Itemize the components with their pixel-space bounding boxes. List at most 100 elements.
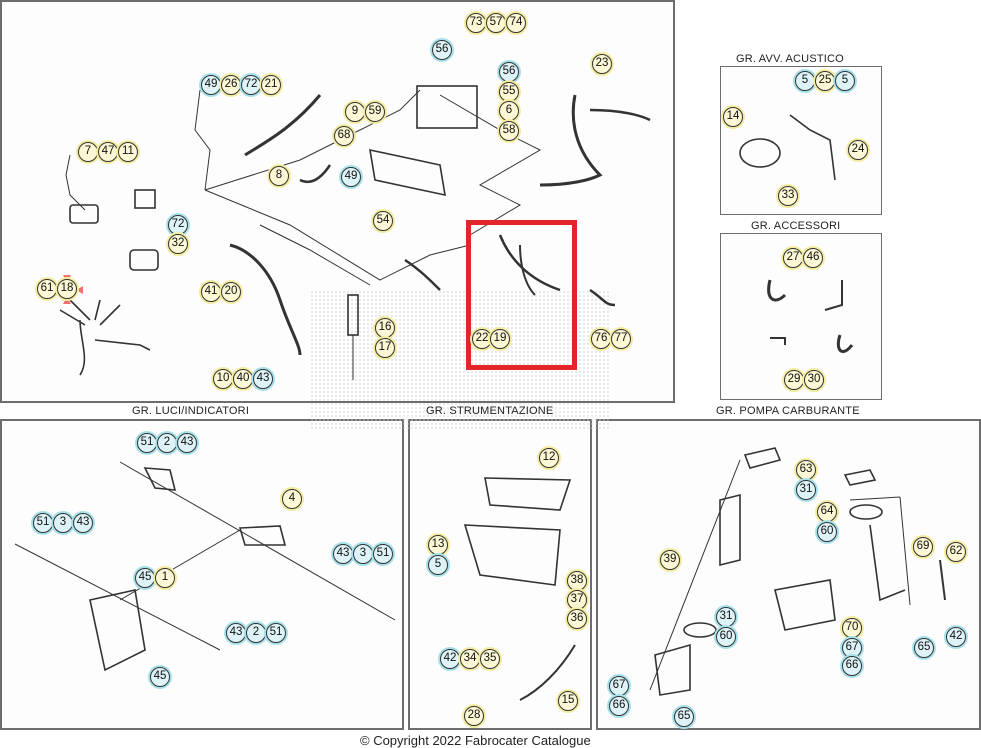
- part-callout-45[interactable]: 45: [150, 667, 170, 687]
- part-callout-74[interactable]: 74: [506, 13, 526, 33]
- group-title-strumentazione: GR. STRUMENTAZIONE: [426, 405, 554, 417]
- part-callout-26[interactable]: 26: [221, 75, 241, 95]
- part-callout-7[interactable]: 7: [78, 142, 98, 162]
- part-callout-55[interactable]: 55: [499, 82, 519, 102]
- group-title-pompa-carburante: GR. POMPA CARBURANTE: [716, 405, 860, 417]
- group-title-accessori: GR. ACCESSORI: [751, 220, 841, 232]
- part-callout-65[interactable]: 65: [674, 707, 694, 727]
- part-callout-49[interactable]: 49: [201, 75, 221, 95]
- part-callout-60[interactable]: 60: [716, 627, 736, 647]
- part-callout-67[interactable]: 67: [609, 676, 629, 696]
- selected-part-highlight[interactable]: [466, 220, 577, 370]
- part-callout-34[interactable]: 34: [460, 649, 480, 669]
- part-callout-33[interactable]: 33: [778, 186, 798, 206]
- part-callout-3[interactable]: 3: [53, 513, 73, 533]
- part-callout-72[interactable]: 72: [241, 75, 261, 95]
- part-callout-56[interactable]: 56: [432, 40, 452, 60]
- group-title-avv-acustico: GR. AVV. ACUSTICO: [736, 53, 844, 65]
- part-callout-5[interactable]: 5: [428, 555, 448, 575]
- part-callout-57[interactable]: 57: [486, 13, 506, 33]
- part-callout-3[interactable]: 3: [353, 544, 373, 564]
- part-callout-39[interactable]: 39: [660, 550, 680, 570]
- part-callout-69[interactable]: 69: [913, 537, 933, 557]
- part-callout-76[interactable]: 76: [591, 329, 611, 349]
- part-callout-66[interactable]: 66: [842, 656, 862, 676]
- part-callout-41[interactable]: 41: [201, 282, 221, 302]
- part-callout-30[interactable]: 30: [804, 370, 824, 390]
- part-callout-61[interactable]: 61: [37, 279, 57, 299]
- part-callout-51[interactable]: 51: [373, 544, 393, 564]
- part-callout-72[interactable]: 72: [168, 215, 188, 235]
- part-callout-43[interactable]: 43: [226, 623, 246, 643]
- part-callout-35[interactable]: 35: [480, 649, 500, 669]
- part-callout-51[interactable]: 51: [266, 623, 286, 643]
- part-callout-4[interactable]: 4: [282, 489, 302, 509]
- part-callout-49[interactable]: 49: [341, 167, 361, 187]
- part-callout-20[interactable]: 20: [221, 282, 241, 302]
- part-callout-43[interactable]: 43: [333, 544, 353, 564]
- part-callout-17[interactable]: 17: [375, 338, 395, 358]
- part-callout-64[interactable]: 64: [817, 502, 837, 522]
- part-callout-54[interactable]: 54: [373, 211, 393, 231]
- part-callout-66[interactable]: 66: [609, 696, 629, 716]
- part-callout-21[interactable]: 21: [261, 75, 281, 95]
- part-callout-2[interactable]: 2: [246, 623, 266, 643]
- part-callout-43[interactable]: 43: [73, 513, 93, 533]
- part-callout-14[interactable]: 14: [723, 107, 743, 127]
- part-callout-60[interactable]: 60: [817, 522, 837, 542]
- luci-indicatori-panel: [0, 419, 404, 730]
- part-callout-51[interactable]: 51: [33, 513, 53, 533]
- part-callout-63[interactable]: 63: [796, 460, 816, 480]
- part-callout-5[interactable]: 5: [835, 71, 855, 91]
- part-callout-58[interactable]: 58: [499, 121, 519, 141]
- part-callout-37[interactable]: 37: [567, 590, 587, 610]
- part-callout-2[interactable]: 2: [157, 433, 177, 453]
- part-callout-62[interactable]: 62: [946, 542, 966, 562]
- part-callout-43[interactable]: 43: [253, 369, 273, 389]
- part-callout-5[interactable]: 5: [795, 71, 815, 91]
- part-callout-18[interactable]: 18: [57, 279, 77, 299]
- part-callout-65[interactable]: 65: [914, 638, 934, 658]
- part-callout-32[interactable]: 32: [168, 234, 188, 254]
- part-callout-59[interactable]: 59: [365, 102, 385, 122]
- part-callout-23[interactable]: 23: [592, 54, 612, 74]
- part-callout-47[interactable]: 47: [98, 142, 118, 162]
- part-callout-16[interactable]: 16: [375, 318, 395, 338]
- part-callout-77[interactable]: 77: [611, 329, 631, 349]
- part-callout-1[interactable]: 1: [155, 568, 175, 588]
- part-callout-8[interactable]: 8: [269, 166, 289, 186]
- part-callout-43[interactable]: 43: [177, 433, 197, 453]
- group-title-luci-indicatori: GR. LUCI/INDICATORI: [132, 405, 250, 417]
- part-callout-11[interactable]: 11: [118, 142, 138, 162]
- part-callout-51[interactable]: 51: [137, 433, 157, 453]
- part-callout-9[interactable]: 9: [345, 102, 365, 122]
- part-callout-46[interactable]: 46: [803, 248, 823, 268]
- part-callout-42[interactable]: 42: [946, 627, 966, 647]
- part-callout-15[interactable]: 15: [558, 691, 578, 711]
- part-callout-73[interactable]: 73: [466, 13, 486, 33]
- part-callout-68[interactable]: 68: [334, 126, 354, 146]
- part-callout-24[interactable]: 24: [848, 140, 868, 160]
- part-callout-22[interactable]: 22: [472, 329, 492, 349]
- pompa-carburante-panel: [596, 419, 981, 730]
- part-callout-19[interactable]: 19: [490, 329, 510, 349]
- part-callout-67[interactable]: 67: [842, 638, 862, 658]
- part-callout-31[interactable]: 31: [796, 480, 816, 500]
- part-callout-70[interactable]: 70: [842, 618, 862, 638]
- part-callout-45[interactable]: 45: [135, 568, 155, 588]
- part-callout-29[interactable]: 29: [784, 370, 804, 390]
- part-callout-31[interactable]: 31: [716, 607, 736, 627]
- part-callout-56[interactable]: 56: [499, 62, 519, 82]
- part-callout-27[interactable]: 27: [783, 248, 803, 268]
- part-callout-25[interactable]: 25: [815, 71, 835, 91]
- part-callout-10[interactable]: 10: [213, 369, 233, 389]
- part-callout-28[interactable]: 28: [464, 706, 484, 726]
- part-callout-40[interactable]: 40: [233, 369, 253, 389]
- part-callout-6[interactable]: 6: [499, 101, 519, 121]
- part-callout-12[interactable]: 12: [539, 448, 559, 468]
- part-callout-42[interactable]: 42: [440, 649, 460, 669]
- part-callout-13[interactable]: 13: [428, 535, 448, 555]
- part-callout-36[interactable]: 36: [567, 609, 587, 629]
- part-callout-38[interactable]: 38: [567, 571, 587, 591]
